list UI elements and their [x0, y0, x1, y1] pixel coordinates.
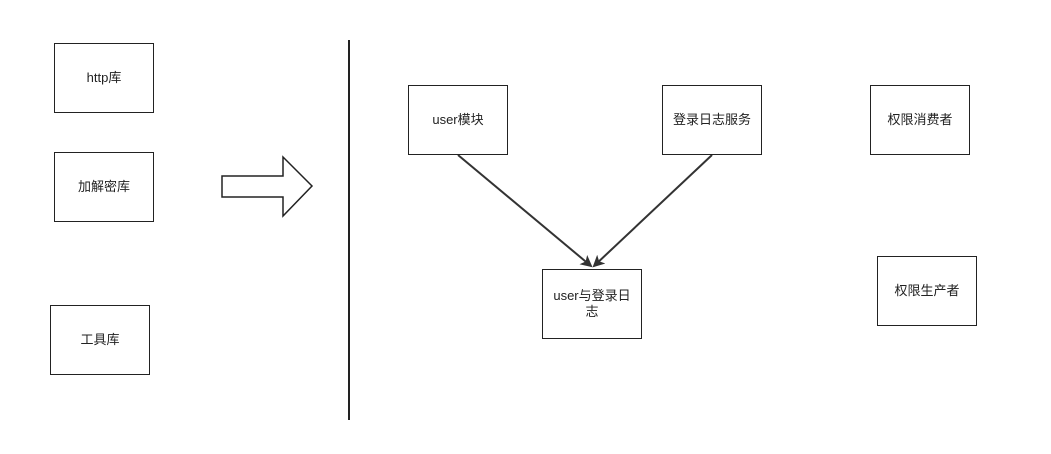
node-crypto-library[interactable]: 加解密库: [54, 152, 154, 222]
edge-login-log-to-user-login: [592, 154, 713, 268]
node-tools-library[interactable]: 工具库: [50, 305, 150, 375]
node-http-library[interactable]: http库: [54, 43, 154, 113]
edge-user-to-user-login: [457, 154, 593, 268]
node-label: 工具库: [80, 332, 120, 347]
node-permission-consumer[interactable]: 权限消费者: [870, 85, 970, 155]
node-login-log-service[interactable]: 登录日志服务: [662, 85, 762, 155]
transform-arrow-icon: [221, 155, 314, 218]
node-label: http库: [86, 70, 122, 85]
node-label: 登录日志服务: [672, 112, 751, 127]
node-permission-producer[interactable]: 权限生产者: [877, 256, 977, 326]
node-label: user模块: [432, 112, 484, 127]
node-label: 权限生产者: [894, 283, 960, 298]
node-user-and-login-log[interactable]: user与登录日志: [542, 269, 642, 339]
node-label: user与登录日志: [553, 288, 631, 319]
node-label: 权限消费者: [887, 112, 953, 127]
node-label: 加解密库: [77, 179, 130, 194]
node-user-module[interactable]: user模块: [408, 85, 508, 155]
